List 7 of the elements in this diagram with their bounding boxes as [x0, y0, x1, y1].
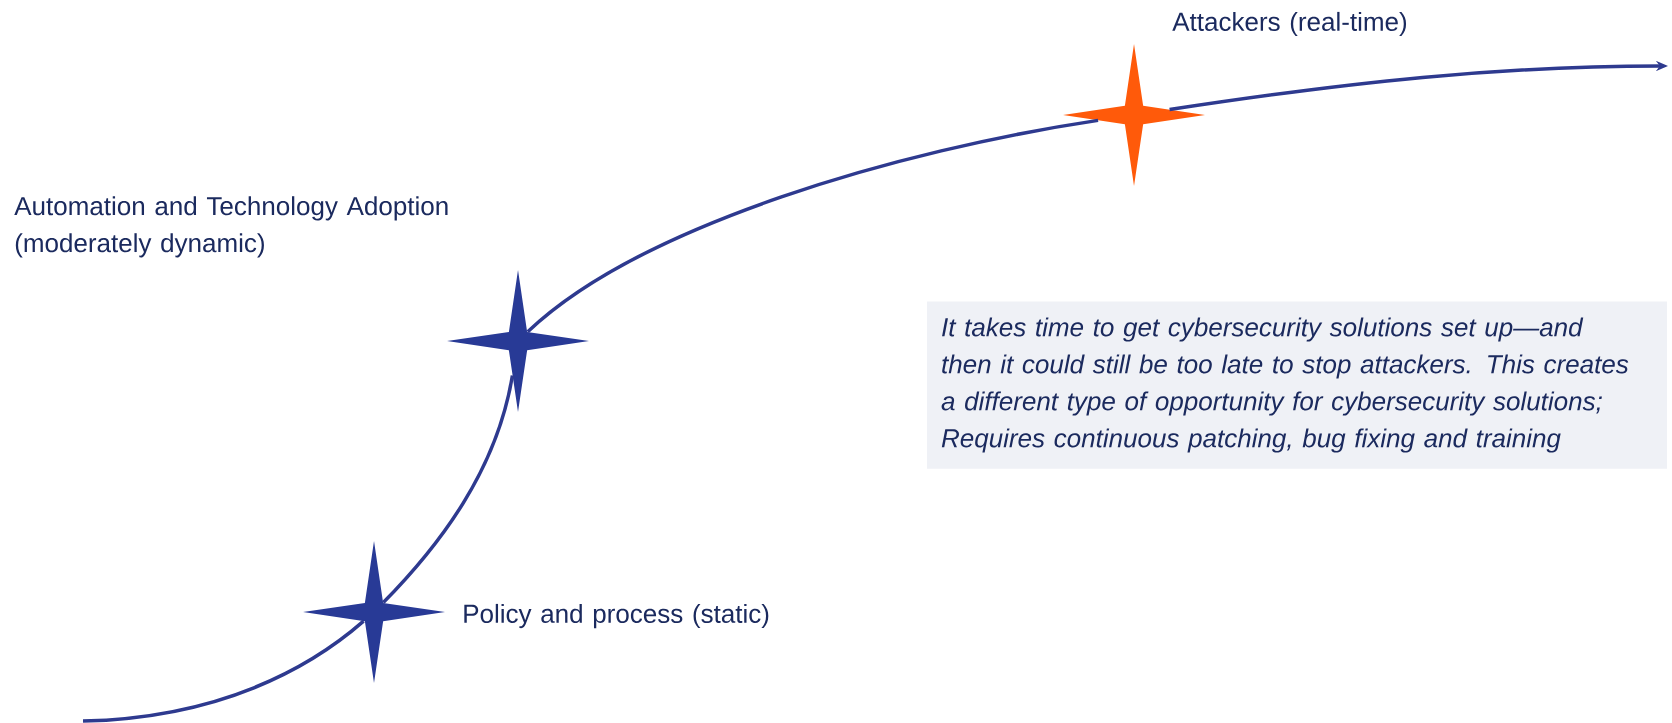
star-marker	[303, 541, 445, 683]
note-box: It takes time to get cybersecurity solutions set up—and then it could still be too late to stop attackers. This creates a different type of opportunity for cybersecurity solutions; Requires continuous patching, bug fixing and training	[927, 301, 1667, 469]
star-marker	[1063, 44, 1205, 186]
star-marker	[447, 270, 589, 412]
marker-label: Attackers (real-time)	[1172, 11, 1407, 37]
marker-label: Policy and process (static)	[464, 603, 769, 629]
marker-label: Automation and Technology Adoption (moderately dynamic)	[14, 196, 448, 258]
